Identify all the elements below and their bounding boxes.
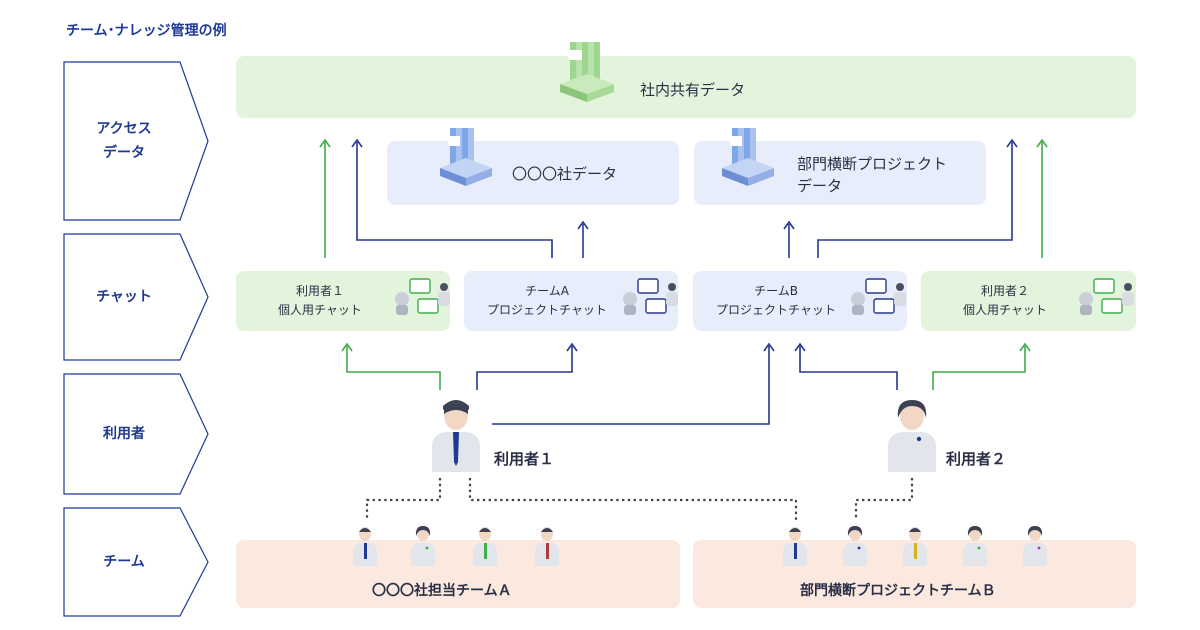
row-label-access: アクセスデータ [96, 121, 152, 161]
chat-icon [395, 278, 450, 315]
row-label-chat: チャット [96, 289, 152, 305]
user-avatar-icon [432, 400, 480, 472]
chat-icon [623, 278, 678, 315]
chat-icon [1079, 278, 1134, 315]
company-data-label: 〇〇〇社データ [512, 165, 618, 183]
row-label-user: 利用者 [103, 426, 145, 442]
row-label-team: チーム [103, 554, 145, 570]
team-member-icon [783, 527, 807, 566]
team-member-icon [903, 527, 927, 566]
user1-label: 利用者１ [494, 450, 555, 468]
team-member-icon [411, 526, 435, 566]
shared-data-box [236, 56, 1136, 118]
row-chevron-team [63, 507, 209, 617]
team-a-label: 〇〇〇社担当チームＡ [372, 583, 512, 599]
row-chevron-user [63, 373, 209, 495]
team-member-icon [353, 527, 377, 566]
team-member-icon [535, 527, 559, 566]
shared-data-label: 社内共有データ [640, 81, 746, 99]
row-chevron-chat [63, 233, 209, 361]
team-member-icon [963, 526, 987, 566]
page-title: チーム･ナレッジ管理の例 [66, 23, 227, 39]
team-a-box [236, 540, 680, 608]
server-icon [722, 128, 774, 186]
team-member-icon [843, 526, 867, 566]
user-avatar-icon [888, 400, 936, 472]
company-data-box [387, 141, 679, 205]
chat-icon [851, 278, 906, 315]
cross-data-label: 部門横断プロジェクトデータ [797, 155, 948, 195]
team-member-icon [473, 527, 497, 566]
team-member-icon [1023, 526, 1047, 566]
server-icon [440, 128, 492, 186]
row-chevron-access [63, 61, 209, 221]
team-b-label: 部門横断プロジェクトチームＢ [800, 583, 996, 599]
user2-label: 利用者２ [946, 450, 1007, 468]
server-icon [560, 42, 614, 102]
